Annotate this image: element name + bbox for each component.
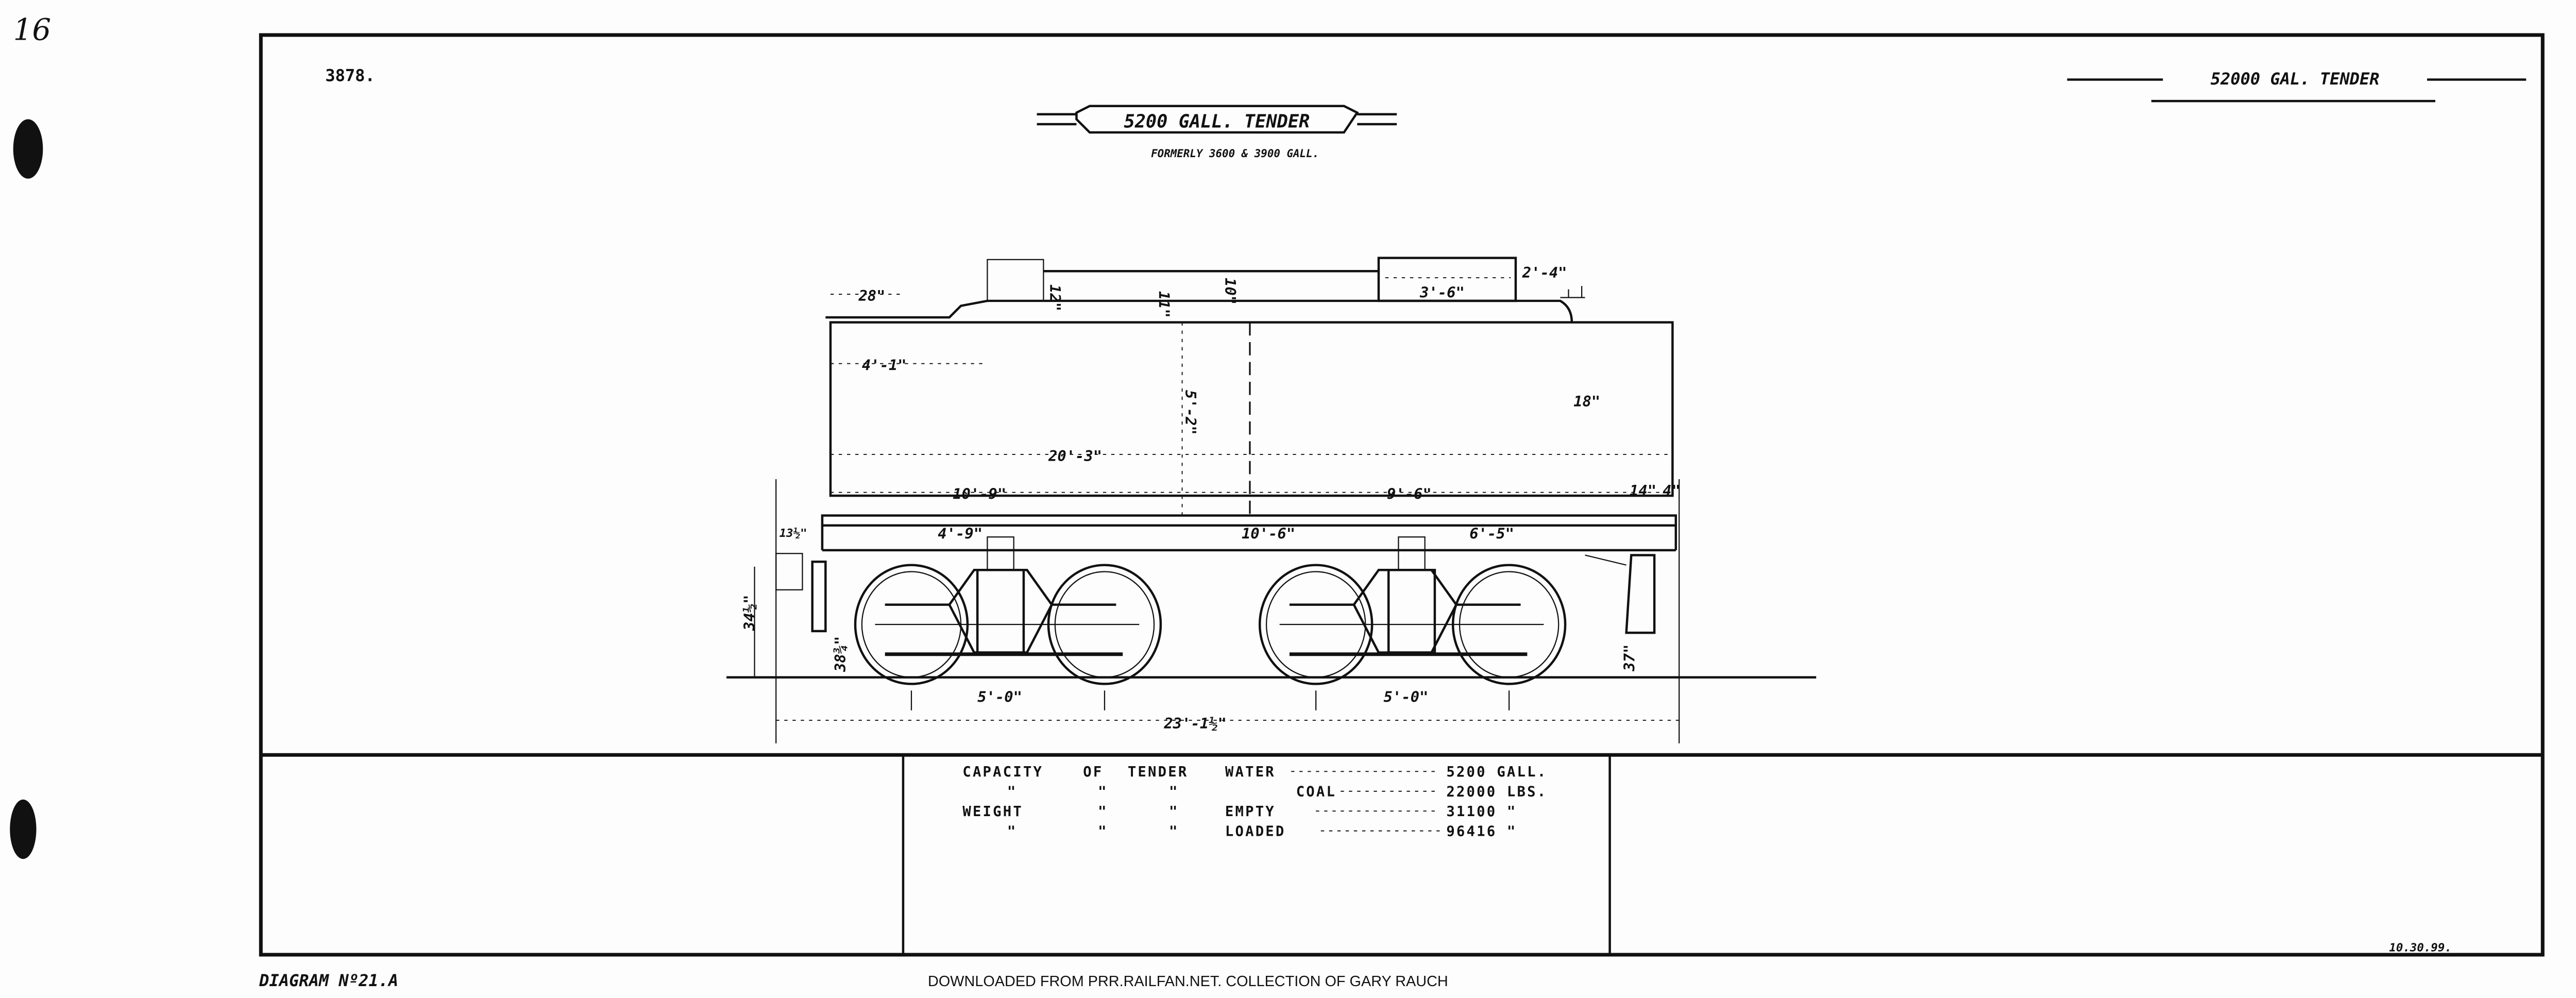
row-item: WATER	[1225, 764, 1276, 780]
dim-11: 11"	[1156, 291, 1173, 318]
dim-10-6: 10'-6"	[1242, 525, 1295, 542]
table-row: CAPACITY OF TENDER WATER 5200 GALL.	[962, 764, 1547, 780]
diagram-number: DIAGRAM Nº21.A	[259, 971, 398, 990]
dim-13-5: 13½"	[779, 527, 807, 540]
dim-6-5: 6'-5"	[1469, 525, 1514, 542]
row-label: TENDER	[1128, 764, 1189, 780]
row-label: "	[1169, 823, 1179, 839]
drawing-frame	[259, 33, 2545, 957]
row-item: LOADED	[1225, 823, 1286, 839]
row-label: OF	[1083, 764, 1103, 780]
diagram-title: 5200 GALL. TENDER	[1124, 111, 1310, 132]
dim-20-3: 20'-3"	[1048, 447, 1102, 465]
row-value: 22000 LBS.	[1446, 784, 1547, 800]
dimension-labels: 28" 2'-4" 3'-6" 12" 11" 10" 4'-1" 18" 5'…	[741, 264, 1681, 732]
side-title-block: 52000 GAL. TENDER	[2067, 69, 2527, 103]
dim-23-1-5: 23'-1½"	[1163, 715, 1227, 732]
dim-5-0-rear: 5'-0"	[1384, 688, 1429, 706]
row-label: "	[1169, 804, 1179, 820]
side-title: 52000 GAL. TENDER	[2211, 69, 2380, 89]
rear-truck	[1258, 536, 1567, 685]
table-row: " " " LOADED 96416 "	[1007, 823, 1517, 839]
diagram-subtitle: FORMERLY 3600 & 3900 GALL.	[1151, 147, 1319, 160]
dim-5-0-front: 5'-0"	[977, 688, 1022, 706]
row-label: "	[1169, 784, 1179, 800]
front-truck	[854, 536, 1162, 685]
dim-10-9: 10'-9"	[953, 485, 1006, 503]
dim-5-2: 5'-2"	[1182, 390, 1199, 435]
row-item: EMPTY	[1225, 804, 1276, 820]
dim-9-6: 9'-6"	[1387, 485, 1432, 503]
binder-hole-marks	[10, 119, 43, 859]
row-value: 96416 "	[1446, 823, 1517, 839]
dim-18: 18"	[1573, 393, 1600, 410]
dim-4-1: 4'-1"	[862, 357, 907, 374]
row-item: COAL	[1296, 784, 1336, 800]
row-label: WEIGHT	[962, 804, 1023, 820]
rear-buffer	[1625, 554, 1656, 634]
credit-line: DOWNLOADED FROM PRR.RAILFAN.NET. COLLECT…	[928, 973, 1448, 990]
row-label: "	[1098, 823, 1108, 839]
dim-34-5: 34½"	[741, 595, 758, 631]
tender-tank	[825, 257, 1674, 516]
underframe	[821, 514, 1677, 566]
drawing-date: 10.30.99.	[2389, 941, 2452, 955]
dim-14: 14"	[1630, 482, 1656, 499]
row-value: 5200 GALL.	[1446, 764, 1547, 780]
row-label: CAPACITY	[962, 764, 1043, 780]
dim-38-75: 38¾"	[832, 636, 849, 672]
dim-4-9: 4'-9"	[938, 525, 982, 542]
title-cartouche: 5200 GALL. TENDER	[1037, 105, 1397, 134]
row-value: 31100 "	[1446, 804, 1517, 820]
dim-28: 28"	[858, 287, 885, 305]
table-row: WEIGHT " " EMPTY 31100 "	[962, 804, 1517, 820]
dim-12: 12"	[1046, 284, 1064, 311]
row-label: "	[1007, 823, 1018, 839]
dim-2-4: 2'-4"	[1522, 264, 1567, 281]
dim-37: 37"	[1621, 645, 1638, 672]
capacity-table: CAPACITY OF TENDER WATER 5200 GALL. " " …	[962, 764, 1547, 839]
front-buffer	[775, 553, 827, 633]
table-row: " " " COAL 22000 LBS.	[1007, 784, 1547, 800]
dim-10: 10"	[1222, 278, 1239, 305]
row-label: "	[1098, 804, 1108, 820]
dim-3-6: 3'-6"	[1419, 284, 1465, 301]
row-label: "	[1098, 784, 1108, 800]
drawing-number: 3878.	[325, 66, 375, 86]
row-label: "	[1007, 784, 1018, 800]
dim-4: 4"	[1663, 482, 1681, 499]
corner-mark: 16	[13, 12, 51, 47]
